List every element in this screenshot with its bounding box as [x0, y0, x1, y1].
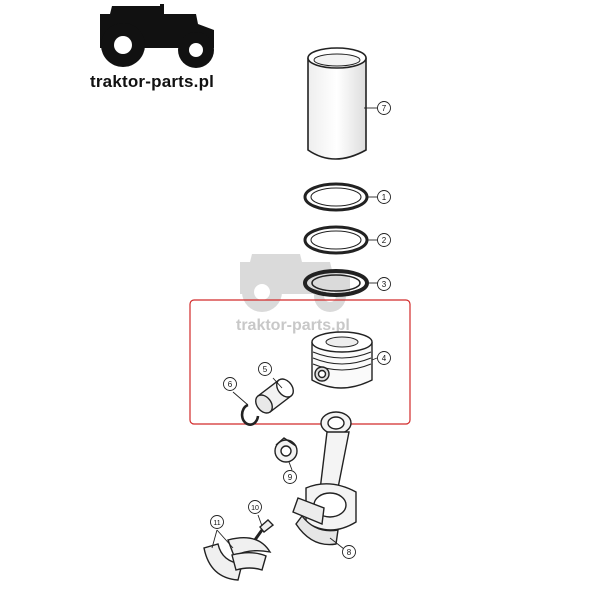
piston[interactable]	[311, 331, 373, 389]
small-end-bush[interactable]	[274, 437, 298, 463]
piston-ring-2[interactable]	[303, 225, 369, 255]
svg-text:5: 5	[263, 365, 268, 374]
callout-1[interactable]: 1	[377, 190, 391, 204]
callout-10[interactable]: 10	[248, 500, 262, 514]
callout-6[interactable]: 6	[223, 377, 237, 391]
connecting-rod[interactable]	[292, 411, 357, 546]
callout-7[interactable]: 7	[377, 101, 391, 115]
svg-text:7: 7	[382, 104, 387, 113]
piston-ring-1[interactable]	[303, 182, 369, 212]
callout-9[interactable]: 9	[283, 470, 297, 484]
svg-text:8: 8	[347, 548, 352, 557]
svg-text:1: 1	[382, 193, 387, 202]
svg-text:9: 9	[288, 473, 293, 482]
circlip[interactable]	[240, 403, 260, 426]
svg-text:10: 10	[251, 505, 259, 512]
callout-3[interactable]: 3	[377, 277, 391, 291]
highlight-box	[189, 299, 411, 425]
leader-lines	[211, 107, 378, 550]
watermark-text: traktor-parts.pl	[236, 317, 350, 334]
svg-text:6: 6	[228, 380, 233, 389]
callout-5[interactable]: 5	[258, 362, 272, 376]
cylinder-sleeve[interactable]	[307, 47, 367, 160]
logo-text: traktor-parts.pl	[90, 72, 215, 91]
callout-4[interactable]: 4	[377, 351, 391, 365]
logo-tractor-icon	[100, 4, 214, 68]
svg-text:3: 3	[382, 280, 387, 289]
piston-pin[interactable]	[252, 376, 296, 416]
svg-text:11: 11	[213, 520, 220, 527]
callout-8[interactable]: 8	[342, 545, 356, 559]
callout-11[interactable]: 11	[210, 515, 224, 529]
svg-text:2: 2	[382, 236, 387, 245]
svg-text:4: 4	[382, 354, 387, 363]
bearing-shells[interactable]	[203, 537, 272, 581]
callout-2[interactable]: 2	[377, 233, 391, 247]
watermark-tractor-icon	[240, 254, 350, 312]
